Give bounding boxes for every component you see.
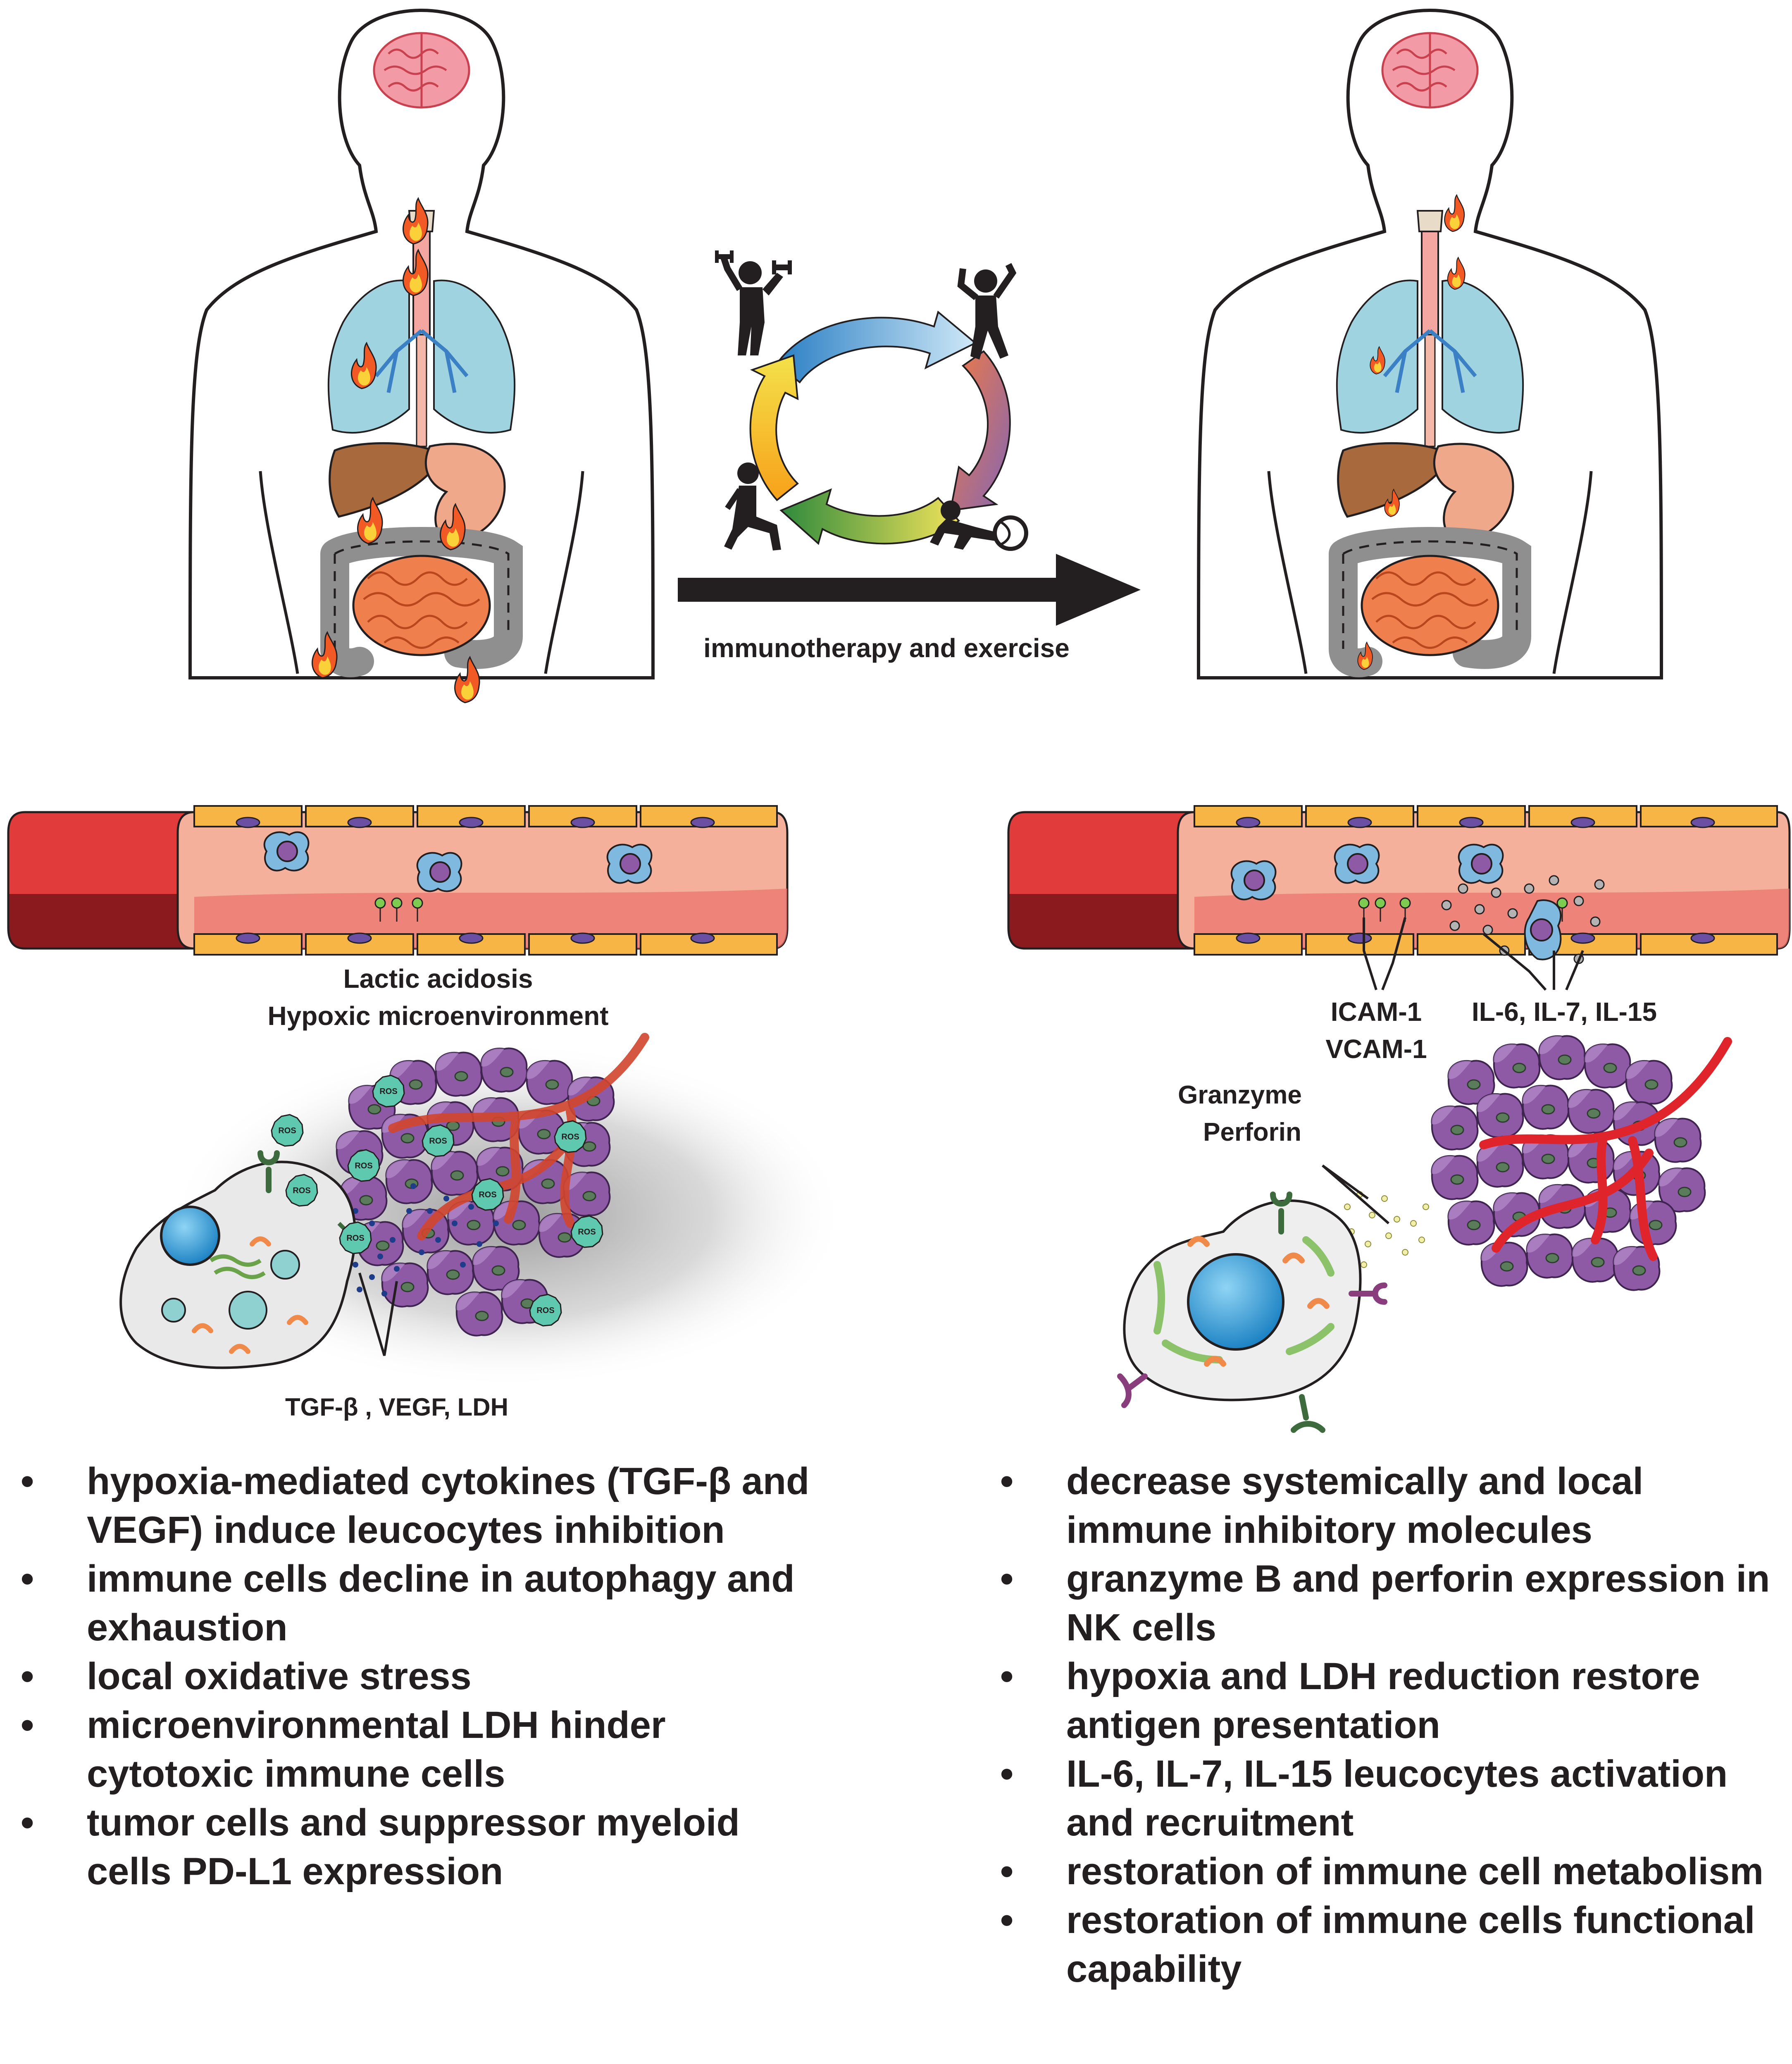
list-item: restoration of immune cell metabolism xyxy=(1000,1847,1785,1896)
ros-label: ROS xyxy=(479,1190,496,1199)
list-item: tumor cells and suppressor myeloid cells… xyxy=(21,1798,827,1896)
exercise-figure-lunge-icon xyxy=(724,462,781,551)
body-before-treatment xyxy=(190,10,653,703)
list-item: decrease systemically and local immune i… xyxy=(1000,1457,1785,1554)
ros-label: ROS xyxy=(578,1227,596,1237)
list-item: hypoxia-mediated cytokines (TGF-β and VE… xyxy=(21,1457,827,1554)
treatment-arrow-label: immunotherapy and exercise xyxy=(703,633,1070,663)
interleukins-label: IL-6, IL-7, IL-15 xyxy=(1472,997,1657,1027)
secreted-factors-label: TGF-β , VEGF, LDH xyxy=(285,1393,508,1421)
list-item: microenvironmental LDH hinder cytotoxic … xyxy=(21,1701,827,1798)
tumor-microenvironment-left: ROS ROS ROS ROS ROS ROS ROS ROS ROS ROS xyxy=(119,1033,847,1389)
list-item: immune cells decline in autophagy and ex… xyxy=(21,1554,827,1652)
exercise-figure-ball-icon xyxy=(930,501,1028,551)
hypoxic-microenvironment-label: Hypoxic microenvironment xyxy=(267,1001,608,1031)
list-item: local oxidative stress xyxy=(21,1652,827,1701)
tumor-microenvironment-right xyxy=(1117,1035,1732,1433)
exercise-figure-jumping-icon xyxy=(957,263,1017,360)
treatment-arrow xyxy=(678,554,1141,626)
ros-label: ROS xyxy=(278,1126,296,1135)
ros-label: ROS xyxy=(429,1137,447,1146)
ros-label: ROS xyxy=(536,1306,554,1315)
callout-lines-right xyxy=(1363,917,1584,991)
exercise-cycle-icon xyxy=(749,310,1011,545)
body-after-treatment xyxy=(1199,10,1661,678)
ros-label: ROS xyxy=(293,1186,310,1195)
left-bullet-list: hypoxia-mediated cytokines (TGF-β and VE… xyxy=(21,1457,827,1896)
list-item: IL-6, IL-7, IL-15 leucocytes activation … xyxy=(1000,1749,1785,1847)
icam-1-label: ICAM-1 xyxy=(1331,997,1422,1027)
list-item: granzyme B and perforin expression in NK… xyxy=(1000,1554,1785,1652)
vcam-1-label: VCAM-1 xyxy=(1325,1034,1427,1064)
ros-label: ROS xyxy=(346,1234,364,1243)
right-bullet-list: decrease systemically and local immune i… xyxy=(1000,1457,1785,1993)
ros-label: ROS xyxy=(379,1087,397,1096)
list-item: hypoxia and LDH reduction restore antige… xyxy=(1000,1652,1785,1749)
ros-label: ROS xyxy=(355,1161,372,1170)
exercise-figure-dumbbell-icon xyxy=(715,250,792,355)
ros-label: ROS xyxy=(561,1132,579,1142)
granzyme-label: Granzyme xyxy=(1178,1081,1302,1109)
perforin-label: Perforin xyxy=(1203,1118,1301,1146)
lactic-acidosis-label: Lactic acidosis xyxy=(343,964,533,994)
list-item: restoration of immune cells functional c… xyxy=(1000,1896,1785,1993)
blood-vessel-right xyxy=(1007,805,1791,964)
blood-vessel-left xyxy=(7,805,789,956)
